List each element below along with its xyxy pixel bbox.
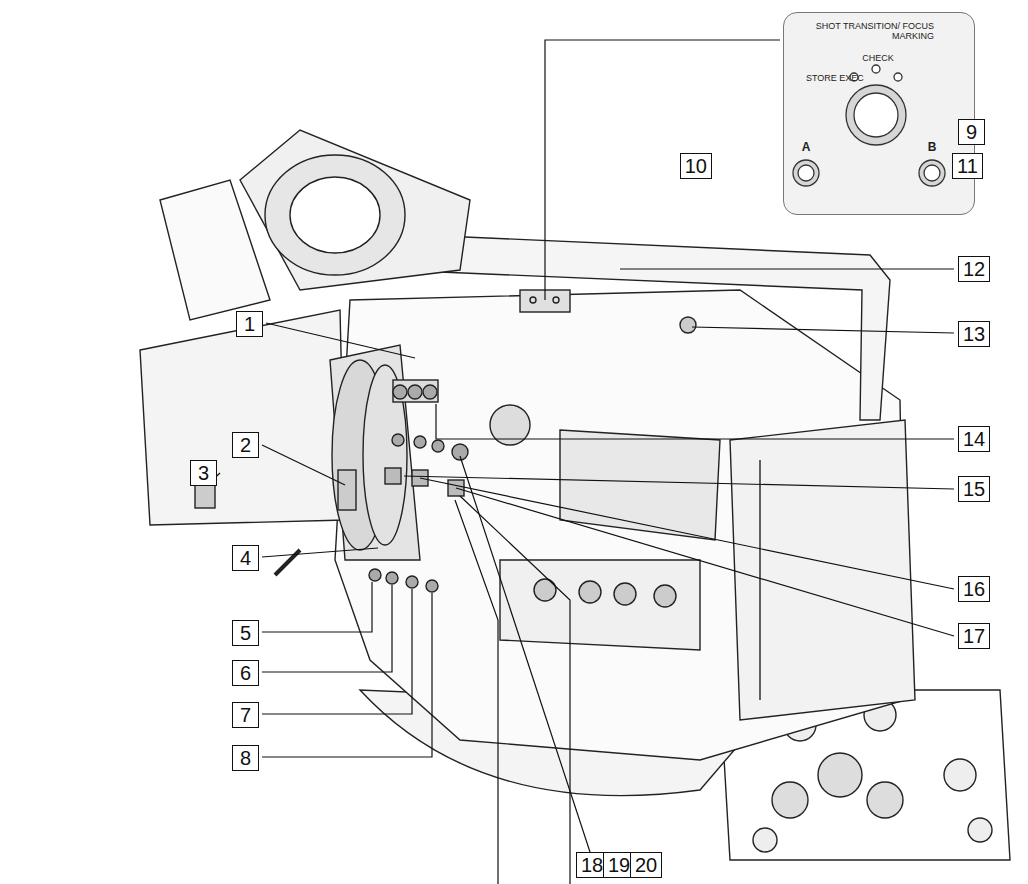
callout-number: 16 (958, 576, 990, 602)
callout-text: 11 (957, 155, 978, 177)
callout-number: 11 (952, 153, 983, 179)
callout-number: 10 (680, 153, 712, 179)
callout-text: 3 (198, 462, 209, 484)
callout-text: 10 (685, 155, 707, 177)
callout-text: 14 (963, 428, 985, 450)
callout-text: 18 (581, 854, 603, 876)
callout-number: 6 (232, 660, 259, 686)
callout-text: 9 (966, 121, 977, 143)
callout-number: 8 (232, 745, 259, 771)
callout-number: 2 (232, 432, 259, 458)
callout-text: 20 (635, 854, 657, 876)
callout-number: 12 (958, 256, 990, 282)
panel-heading: SHOT TRANSITION/ FOCUS MARKING (814, 21, 934, 41)
callout-text: 16 (963, 578, 985, 600)
panel-controls (784, 13, 976, 216)
callout-text: 15 (963, 478, 985, 500)
callout-text: 7 (240, 704, 251, 726)
callout-text: 5 (240, 622, 251, 644)
panel-label: STORE EXEC (806, 73, 864, 83)
callout-number: 3 (190, 460, 217, 486)
control-panel-inset: SHOT TRANSITION/ FOCUS MARKING CHECK STORE… (783, 12, 975, 215)
callout-text: 2 (240, 434, 251, 456)
callout-text: 19 (608, 854, 630, 876)
callout-number: 5 (232, 620, 259, 646)
callout-number: 14 (958, 426, 990, 452)
callout-number: 9 (958, 119, 985, 145)
callout-text: 17 (963, 625, 985, 647)
callout-number: 17 (958, 623, 990, 649)
callout-text: 6 (240, 662, 251, 684)
callout-text: 4 (240, 547, 251, 569)
callout-text: 1 (244, 313, 255, 335)
callout-text: 12 (963, 258, 985, 280)
callout-number: 4 (232, 545, 259, 571)
callout-number: 7 (232, 702, 259, 728)
panel-label: B (928, 141, 937, 154)
panel-label: A (802, 141, 811, 154)
callout-number: 1 (236, 311, 263, 337)
panel-label: CHECK (862, 53, 894, 63)
callout-text: 13 (963, 323, 985, 345)
callout-number: 15 (958, 476, 990, 502)
callout-number: 20 (630, 852, 662, 878)
callout-text: 8 (240, 747, 251, 769)
callout-number: 13 (958, 321, 990, 347)
